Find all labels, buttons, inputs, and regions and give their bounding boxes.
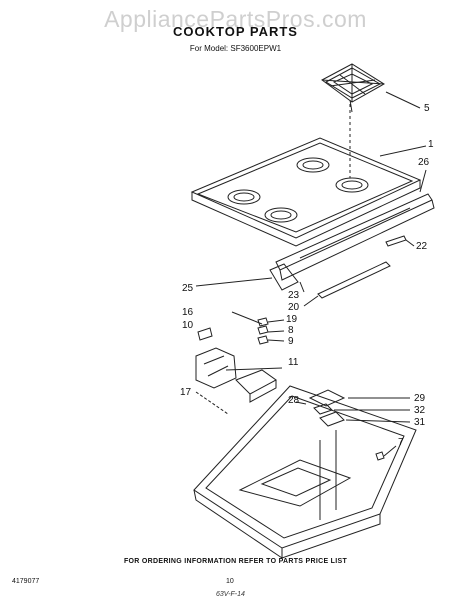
label-part-26: 26 — [418, 157, 430, 168]
page-title: COOKTOP PARTS — [173, 24, 298, 39]
label-part-11: 11 — [288, 357, 299, 368]
label-part-29: 29 — [414, 393, 426, 404]
burner-29 — [308, 389, 346, 407]
label-part-17: 17 — [180, 387, 192, 398]
document-number: 4179077 — [12, 578, 40, 585]
label-part-7: 7 — [398, 437, 404, 448]
burner-box — [193, 385, 417, 559]
label-part-19: 19 — [286, 314, 298, 325]
label-part-31: 31 — [414, 417, 426, 428]
ordering-info-footer: FOR ORDERING INFORMATION REFER TO PARTS … — [123, 558, 348, 565]
bracket-11 — [235, 369, 277, 395]
label-part-25: 25 — [182, 283, 194, 294]
valve-10 — [195, 347, 237, 389]
handwritten-note: 63V-F-14 — [216, 591, 245, 598]
end-cap-25 — [269, 263, 299, 291]
label-part-10: 10 — [182, 320, 194, 331]
label-part-5: 5 — [424, 103, 430, 114]
label-part-22: 22 — [416, 241, 428, 252]
front-trim — [275, 193, 435, 281]
holder-31 — [319, 411, 345, 427]
page-number: 10 — [226, 578, 234, 585]
rod-19 — [231, 311, 263, 325]
label-part-8: 8 — [288, 325, 294, 336]
cooktop-main-top — [190, 104, 422, 247]
label-part-32: 32 — [414, 405, 426, 416]
clip-16 — [197, 327, 213, 341]
label-part-1: 1 — [428, 139, 434, 150]
label-part-16: 16 — [182, 307, 194, 318]
clip-22 — [385, 235, 407, 247]
model-subtitle: For Model: SF3600EPW1 — [189, 44, 282, 53]
watermark: AppliancePartsPros.com — [104, 6, 367, 32]
screw-7 — [375, 451, 385, 461]
label-part-28: 28 — [288, 395, 300, 406]
label-part-23: 23 — [288, 290, 300, 301]
label-part-9: 9 — [288, 336, 294, 347]
bracket-20 — [317, 261, 391, 299]
orifice-32 — [313, 403, 333, 415]
label-part-20: 20 — [288, 302, 300, 313]
burner-grate — [321, 63, 385, 113]
